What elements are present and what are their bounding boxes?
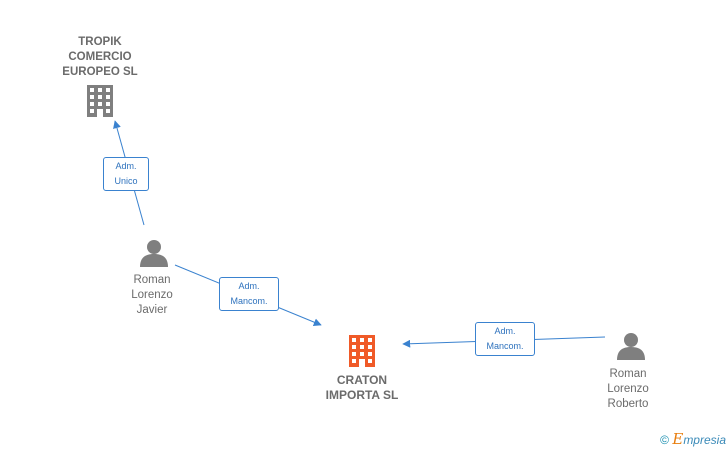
person-label-javier[interactable]: Roman Lorenzo Javier [131, 274, 173, 316]
company-label-tropik[interactable]: TROPIK COMERCIO EUROPEO SL [62, 36, 138, 78]
brand-name: mpresia [683, 433, 726, 447]
person-icon [617, 333, 645, 360]
person-label-roberto[interactable]: Roman Lorenzo Roberto [607, 368, 649, 410]
person-icon [140, 240, 168, 267]
brand-initial: E [672, 430, 684, 448]
edge-label-adm-unico: Adm. Unico [103, 157, 149, 191]
company-label-craton[interactable]: CRATON IMPORTA SL [325, 373, 399, 402]
edge-label-adm-mancom-javier: Adm. Mancom. [219, 277, 279, 311]
main-building-icon [349, 335, 375, 367]
building-icon [87, 85, 113, 117]
edge-label-adm-mancom-roberto: Adm. Mancom. [475, 322, 535, 356]
copyright-icon: © [660, 433, 670, 447]
brand-watermark: © Empresia [660, 430, 726, 448]
